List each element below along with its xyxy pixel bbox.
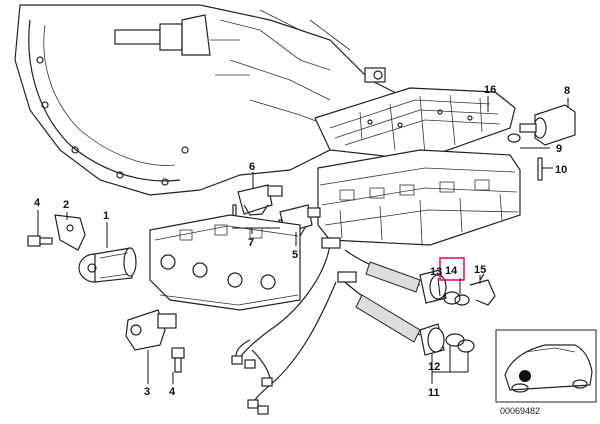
- valve-body-plate: [314, 87, 516, 161]
- retaining-clip-15: [469, 273, 496, 306]
- callout-1[interactable]: 1: [103, 210, 109, 222]
- callout-12[interactable]: 12: [428, 361, 440, 373]
- callout-4-lower[interactable]: 4: [169, 386, 176, 398]
- callout-8[interactable]: 8: [564, 85, 570, 97]
- callout-2[interactable]: 2: [63, 199, 69, 211]
- callout-13[interactable]: 13: [430, 266, 442, 278]
- valve-body-block: [317, 149, 521, 246]
- bolt-4-lower: [171, 347, 185, 373]
- o-ring-9: [507, 133, 521, 143]
- transmission-housing: [14, 4, 401, 196]
- solenoid-1: [78, 247, 137, 283]
- solenoid-6: [237, 184, 283, 216]
- connector-11: [419, 323, 445, 356]
- lower-valve-housing: [149, 214, 301, 311]
- highlight-box: [439, 257, 465, 281]
- bracket-2: [54, 214, 86, 251]
- callout-10[interactable]: 10: [555, 164, 567, 176]
- solenoid-3: [125, 309, 177, 351]
- reference-code: 00069482: [500, 406, 540, 416]
- callout-3[interactable]: 3: [144, 386, 150, 398]
- pin-10: [537, 157, 543, 181]
- seal-rings-14: [443, 291, 470, 306]
- callout-9[interactable]: 9: [556, 143, 562, 155]
- callout-6[interactable]: 6: [249, 161, 255, 173]
- callout-14[interactable]: 14: [445, 265, 458, 277]
- callout-5[interactable]: 5: [292, 249, 298, 261]
- solenoid-8: [519, 104, 576, 146]
- callout-16[interactable]: 16: [484, 84, 496, 96]
- callout-4-upper[interactable]: 4: [34, 197, 41, 209]
- seal-rings-12: [445, 333, 475, 353]
- callout-11[interactable]: 11: [428, 387, 440, 399]
- wiring-harness: [231, 237, 421, 415]
- vehicle-locator-thumbnail: [495, 329, 597, 403]
- callout-15[interactable]: 15: [474, 264, 486, 276]
- bolt-4-upper: [27, 235, 53, 247]
- callout-7[interactable]: 7: [248, 237, 254, 249]
